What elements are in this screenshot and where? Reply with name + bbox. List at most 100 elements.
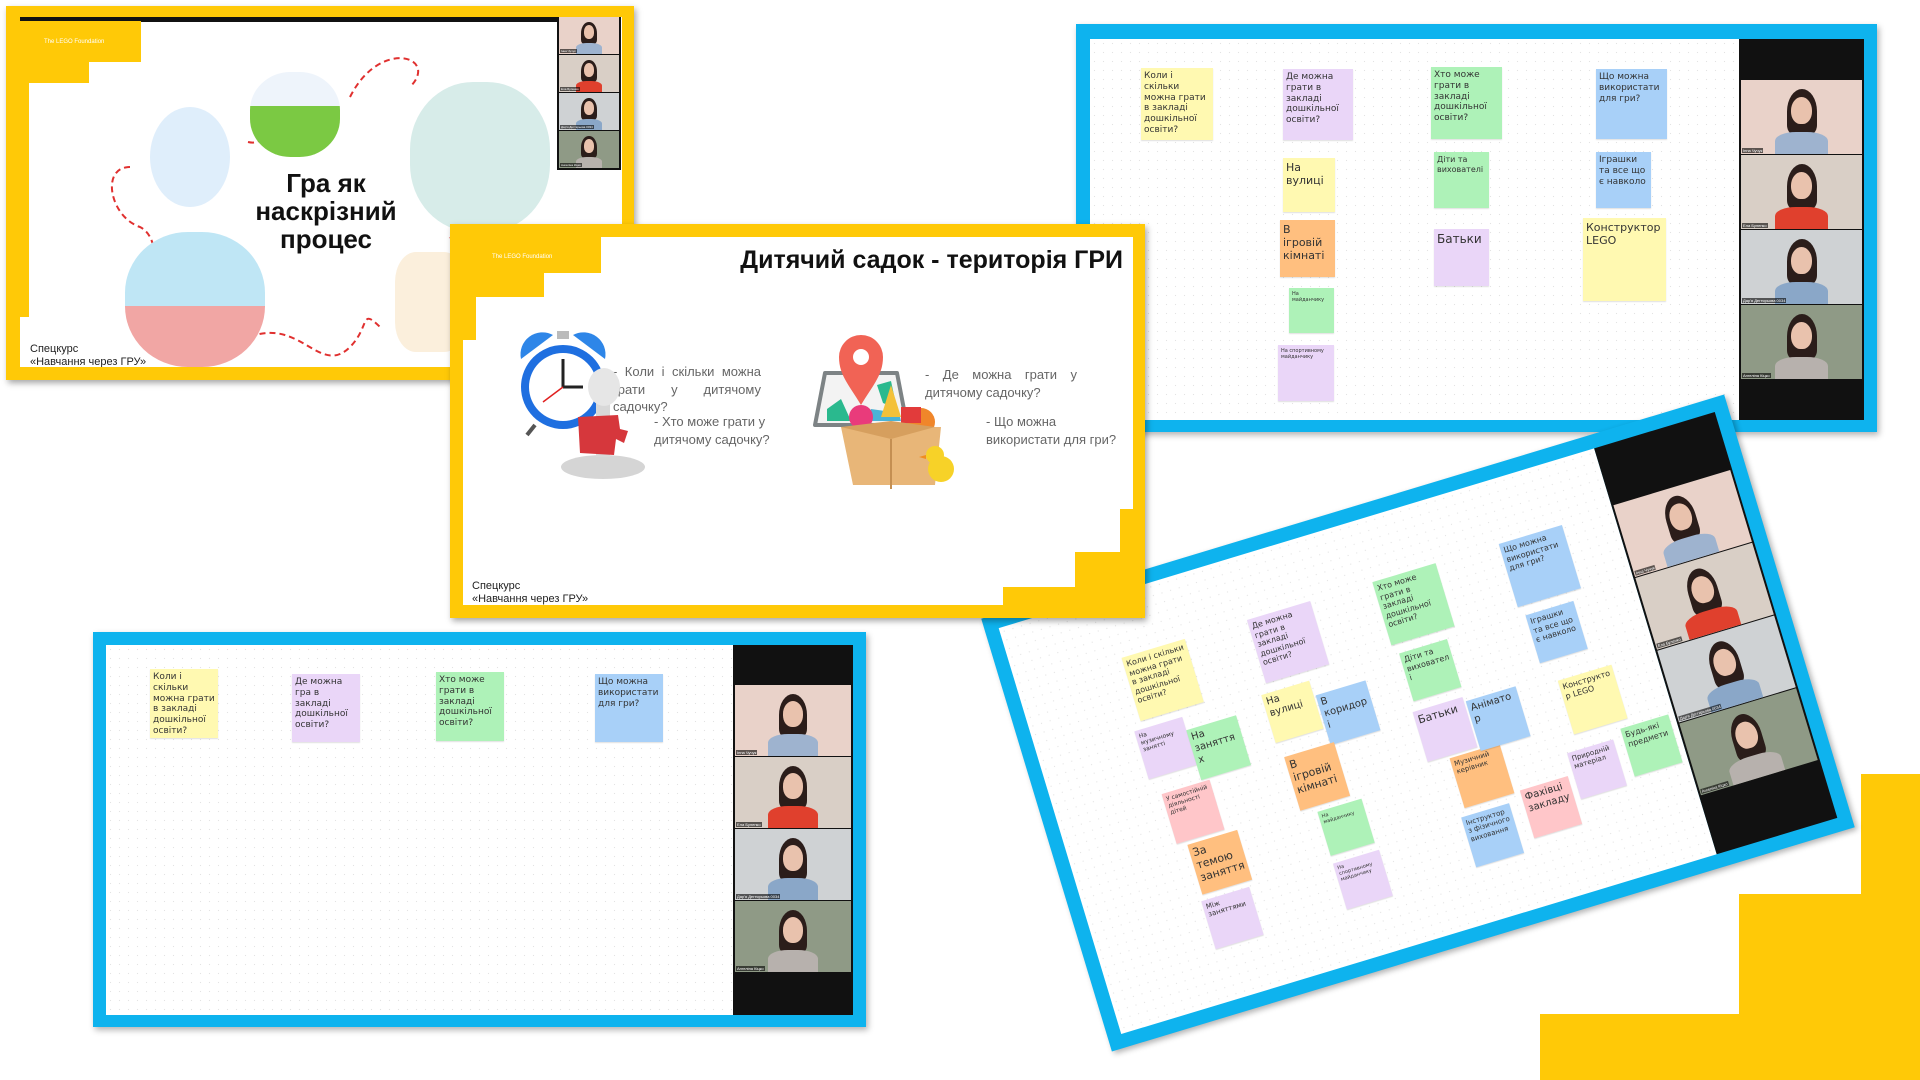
illustration-music-circle: [410, 82, 550, 232]
lego-foundation-logo: The LEGO Foundation: [44, 39, 105, 45]
question-where: - Де можна грати у дитячому садочку?: [925, 367, 1077, 400]
sticky-note[interactable]: На музичному занятті: [1134, 716, 1197, 780]
participant-video-tile[interactable]: Ела Буленко: [559, 55, 619, 92]
sticky-note[interactable]: Фахівці закладу: [1519, 775, 1583, 839]
footer-line: «Навчання через ГРУ»: [472, 592, 589, 605]
sticky-note[interactable]: Між заняттями: [1201, 886, 1264, 950]
avatar-face: [583, 139, 595, 154]
participant-video-tile[interactable]: Ангеліна Кіцко: [1741, 305, 1862, 379]
participant-video-tile[interactable]: Ангеліна Кіцко: [559, 131, 619, 168]
corner-yellow-block: [1003, 587, 1133, 605]
sticky-note[interactable]: На спортивному майданчику: [1278, 345, 1334, 401]
participant-name: Інна Чучук: [560, 49, 577, 53]
corner-yellow-strip: [20, 83, 29, 317]
participant-video-tile[interactable]: Ела Буленко: [1741, 155, 1862, 229]
participant-name: Ела Буленко: [560, 87, 580, 91]
sticky-note[interactable]: Де можна грати в закладі дошкільної осві…: [1246, 600, 1330, 684]
avatar-body: [1775, 281, 1828, 304]
participant-name: Дар'я Дегтярьова 0034: [1742, 298, 1787, 303]
sticky-note[interactable]: Що можна використати для гри?: [1498, 524, 1581, 608]
sticky-note[interactable]: На майданчику: [1289, 288, 1334, 333]
sticky-note[interactable]: На вулиці: [1283, 158, 1335, 212]
board-canvas[interactable]: Коли і скільки можна грати в закладі дош…: [1090, 39, 1739, 420]
participant-video-tile[interactable]: Дар'я Дегтярьова 0034: [559, 93, 619, 130]
sticky-note[interactable]: Конструктор LEGO: [1583, 218, 1666, 301]
avatar-face: [583, 101, 595, 116]
sticky-note[interactable]: Природній матеріал: [1567, 739, 1627, 800]
participant-name: Дар'я Дегтярьова 0034: [560, 125, 594, 129]
sticky-note[interactable]: Іграшки та все що є навколо: [1525, 600, 1588, 664]
board-canvas[interactable]: Коли і скільки можна грати в закладі дош…: [106, 645, 733, 1015]
avatar-body: [575, 118, 603, 130]
avatar-body: [1775, 131, 1828, 154]
participant-video-tile[interactable]: Ангеліна Кіцко: [735, 901, 851, 972]
participant-video-tile[interactable]: Інна Чучук: [559, 17, 619, 54]
slide-footer: Спецкурс «Навчання через ГРУ»: [472, 580, 588, 605]
avatar-face: [583, 63, 595, 78]
participant-video-tile[interactable]: Інна Чучук: [1741, 80, 1862, 154]
slide-footer: Спецкурс «Навчання через ГРУ»: [30, 343, 146, 367]
footer-line: Спецкурс: [30, 343, 79, 355]
avatar-face: [782, 844, 804, 871]
sticky-note[interactable]: Будь-які предмети: [1620, 714, 1683, 777]
sticky-note[interactable]: Хто може грати в закладі дошкільної осві…: [436, 672, 504, 741]
lego-foundation-logo: The LEGO Foundation: [492, 254, 553, 260]
sticky-note[interactable]: Батьки: [1434, 229, 1489, 286]
corner-yellow-strip: [463, 297, 476, 340]
illustration-classroom: [125, 232, 265, 367]
sticky-note[interactable]: Де можна гра в закладі дошкільної освіти…: [292, 674, 360, 742]
sticky-note[interactable]: Хто може грати в закладі дошкільної осві…: [1372, 563, 1455, 646]
participant-name: Ангеліна Кіцко: [560, 163, 582, 167]
sticky-note[interactable]: За темою заняття: [1187, 829, 1253, 895]
sticky-note[interactable]: Що можна використати для гри?: [1596, 69, 1667, 139]
participant-video-tile[interactable]: Ела Буленко: [735, 757, 851, 828]
sticky-note[interactable]: Коли і скільки можна грати в закладі дош…: [1141, 68, 1213, 140]
avatar-face: [782, 700, 804, 727]
sticky-note[interactable]: В коридорі: [1315, 680, 1381, 746]
sticky-note[interactable]: Коли і скільки можна грати в закладі дош…: [150, 669, 218, 738]
alarm-clock-icon: [520, 331, 606, 437]
footer-line: Спецкурс: [472, 580, 521, 592]
sticky-note[interactable]: На вулиці: [1261, 680, 1324, 743]
sticky-note[interactable]: Коли і скільки можна грати в закладі дош…: [1121, 638, 1204, 722]
participant-video-tile[interactable]: Дар'я Дегтярьова 0034: [1741, 230, 1862, 304]
slide-title: Дитячий садок - територія ГРИ: [740, 246, 1123, 274]
sticky-note[interactable]: На спортивному майданчику: [1333, 849, 1393, 910]
sticky-note[interactable]: На заняттях: [1186, 715, 1252, 781]
illustration-kids-outdoor: [250, 72, 340, 157]
sticky-note[interactable]: У самостійній діяльності дітей: [1161, 779, 1225, 844]
sticky-note[interactable]: В ігровій кімнаті: [1284, 742, 1351, 811]
corner-yellow-block: [463, 237, 601, 273]
sticky-note[interactable]: На майданчику: [1317, 798, 1375, 856]
puzzle-person-icon: [561, 368, 645, 479]
whiteboard-bottom-left: Коли і скільки можна грати в закладі дош…: [93, 632, 866, 1027]
sticky-note[interactable]: Іграшки та все що є навколо: [1596, 152, 1651, 208]
map-pin-icon: [813, 335, 909, 427]
participant-name: Інна Чучук: [736, 750, 758, 755]
title-line: наскрізний: [255, 196, 397, 226]
avatar-face: [1791, 321, 1812, 349]
sticky-note[interactable]: Діти та вихователі: [1399, 639, 1462, 702]
sticky-note[interactable]: Діти та вихователі: [1434, 152, 1489, 208]
avatar-body: [575, 156, 603, 168]
toy-box-icon: [841, 385, 954, 489]
sticky-note[interactable]: Конструктор LEGO: [1557, 664, 1628, 735]
sticky-note[interactable]: Хто може грати в закладі дошкільної осві…: [1431, 67, 1502, 139]
avatar-body: [575, 42, 603, 54]
participant-video-tile[interactable]: Дар'я Дегтярьова 0034: [735, 829, 851, 900]
top-black-bar: [20, 17, 557, 22]
whiteboard-top-right: Коли і скільки можна грати в закладі дош…: [1076, 24, 1877, 432]
sticky-note[interactable]: Музичний керівник: [1449, 743, 1515, 809]
participant-name: Інна Чучук: [1742, 148, 1764, 153]
avatar-body: [1775, 206, 1828, 229]
sticky-note[interactable]: Що можна використати для гри?: [595, 674, 663, 742]
slide-kindergarten-play-territory: The LEGO Foundation Дитячий садок - тери…: [450, 224, 1145, 618]
avatar-face: [782, 916, 804, 943]
sticky-note[interactable]: Інструктор з фізичного виховання: [1461, 803, 1525, 868]
sticky-note[interactable]: Де можна грати в закладі дошкільної осві…: [1283, 69, 1353, 140]
corner-yellow-block: [20, 21, 141, 62]
participant-video-tile[interactable]: Інна Чучук: [735, 685, 851, 756]
sticky-note[interactable]: В ігровій кімнаті: [1280, 220, 1335, 277]
